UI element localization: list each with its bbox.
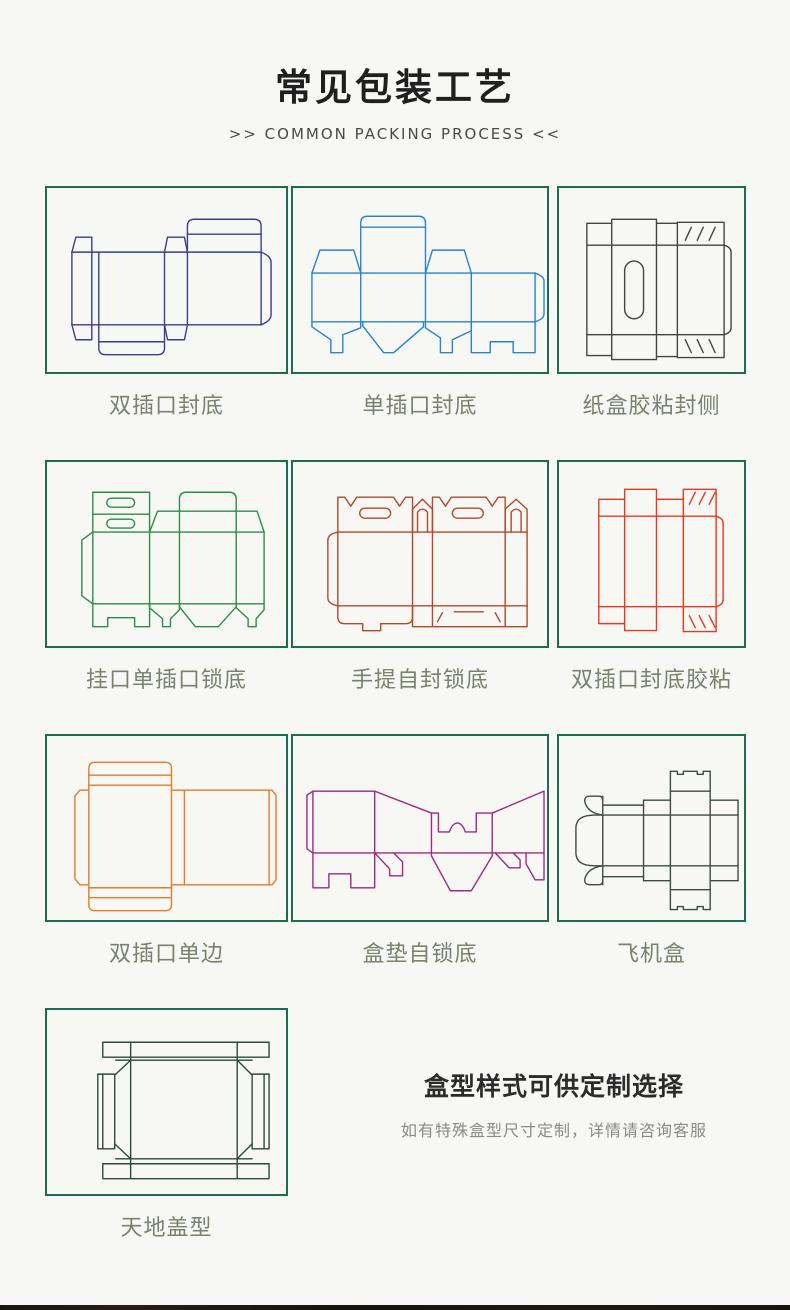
dieline-group-side-glued-carton: 纸盒胶粘封侧 bbox=[557, 186, 746, 460]
dieline-drawing-hang-tab bbox=[81, 491, 265, 628]
dieline-thumbnail-side-glued-carton bbox=[557, 186, 746, 374]
dieline-drawing-handle-box bbox=[327, 496, 528, 632]
dieline-group-tray-auto-lock: 盒垫自锁底 bbox=[291, 734, 549, 1008]
dieline-label: 双插口封底 bbox=[108, 394, 224, 419]
page-title: 常见包装工艺 bbox=[275, 66, 515, 109]
dieline-thumbnail-hang-tab bbox=[45, 460, 288, 648]
custom-note-heading: 盒型样式可供定制选择 bbox=[423, 1072, 684, 1101]
page-header: 常见包装工艺 >> COMMON PACKING PROCESS << bbox=[0, 0, 790, 186]
dieline-drawing-double-tuck-bottom bbox=[71, 218, 272, 356]
dieline-row-4: 天地盖型 盒型样式可供定制选择 如有特殊盒型尺寸定制，详情请咨询客服 bbox=[45, 1008, 790, 1282]
dieline-group-double-tuck-glued: 双插口封底胶粘 bbox=[557, 460, 746, 734]
custom-note: 盒型样式可供定制选择 如有特殊盒型尺寸定制，详情请咨询客服 bbox=[288, 1008, 790, 1200]
dieline-thumbnail-lid-and-base bbox=[45, 1008, 288, 1196]
dieline-thumbnail-double-tuck-glued bbox=[557, 460, 746, 648]
dieline-drawing-lid-and-base bbox=[97, 1041, 270, 1180]
dieline-row-1: 双插口封底 单插口封底 bbox=[45, 186, 790, 460]
dieline-group-hang-tab: 挂口单插口锁底 bbox=[45, 460, 288, 734]
dieline-label: 双插口封底胶粘 bbox=[570, 668, 732, 693]
dieline-group-handle-box: 手提自封锁底 bbox=[291, 460, 549, 734]
dieline-thumbnail-double-tuck-single-side bbox=[45, 734, 288, 922]
dieline-row-3: 双插口单边 盒垫自锁底 bbox=[45, 734, 790, 1008]
dieline-thumbnail-handle-box bbox=[291, 460, 549, 648]
dieline-group-double-tuck-bottom: 双插口封底 bbox=[45, 186, 288, 460]
dieline-label: 挂口单插口锁底 bbox=[85, 668, 247, 693]
dieline-drawing-tray-auto-lock bbox=[306, 790, 545, 892]
dieline-label: 天地盖型 bbox=[120, 1216, 213, 1241]
dieline-row-2: 挂口单插口锁底 手提自封锁底 bbox=[45, 460, 790, 734]
dieline-label: 飞机盒 bbox=[616, 942, 686, 967]
dieline-drawing-double-tuck-single-side bbox=[74, 761, 277, 912]
dieline-thumbnail-tray-auto-lock bbox=[291, 734, 549, 922]
dieline-drawing-side-glued-carton bbox=[586, 218, 732, 361]
dieline-group-mailer-box: 飞机盒 bbox=[557, 734, 746, 1008]
dieline-group-lid-and-base: 天地盖型 bbox=[45, 1008, 288, 1282]
dieline-label: 双插口单边 bbox=[108, 942, 224, 967]
dieline-drawing-double-tuck-glued bbox=[598, 488, 724, 633]
dieline-label: 手提自封锁底 bbox=[350, 668, 489, 693]
dieline-thumbnail-double-tuck-bottom bbox=[45, 186, 288, 374]
dieline-label: 纸盒胶粘封侧 bbox=[582, 394, 721, 419]
dieline-group-double-tuck-single-side: 双插口单边 bbox=[45, 734, 288, 1008]
dieline-thumbnail-mailer-box bbox=[557, 734, 746, 922]
dieline-thumbnail-single-tuck-lock-bottom bbox=[291, 186, 549, 374]
custom-note-subtext: 如有特殊盒型尺寸定制，详情请咨询客服 bbox=[400, 1121, 707, 1140]
dieline-drawing-mailer-box bbox=[575, 770, 739, 911]
dieline-label: 单插口封底 bbox=[362, 394, 478, 419]
dieline-drawing-single-tuck-lock-bottom bbox=[311, 215, 545, 354]
dieline-label: 盒垫自锁底 bbox=[362, 942, 478, 967]
dieline-group-single-tuck-lock-bottom: 单插口封底 bbox=[291, 186, 549, 460]
page-subtitle: >> COMMON PACKING PROCESS << bbox=[228, 125, 562, 143]
next-section-edge bbox=[0, 1305, 790, 1310]
